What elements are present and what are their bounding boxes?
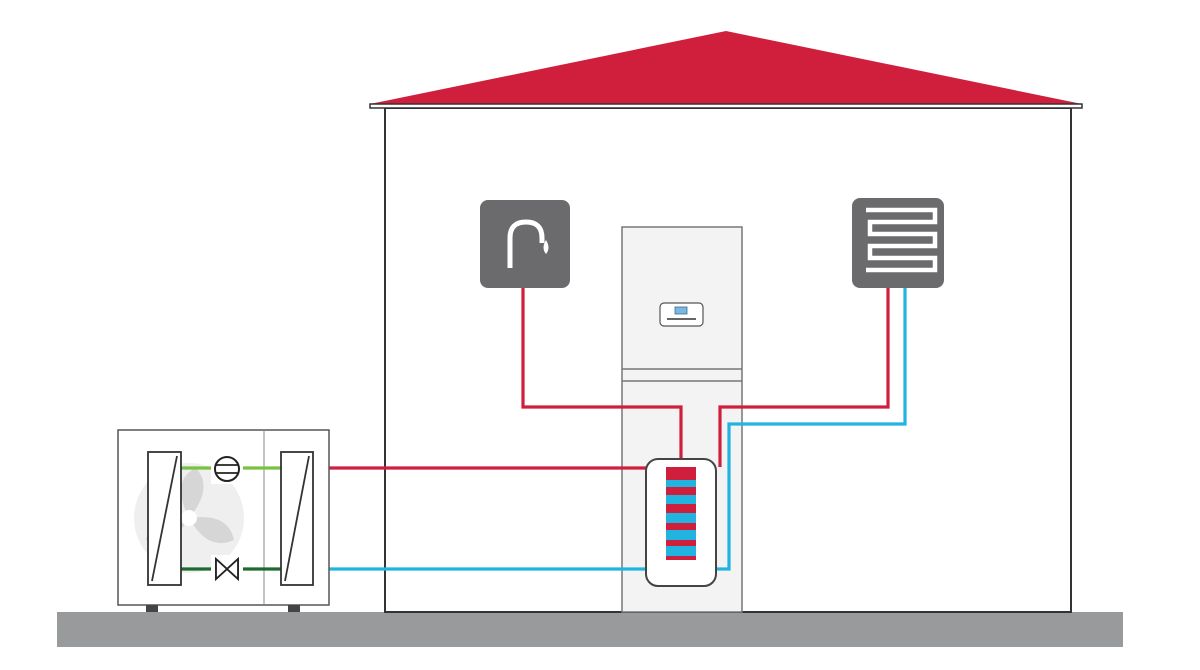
outdoor-unit	[117, 429, 330, 612]
control-panel-frame[interactable]	[659, 302, 704, 327]
coil-band-8	[666, 530, 696, 540]
coil-band-11	[666, 556, 696, 560]
underfloor-heating-icon	[866, 207, 938, 273]
coil-band-5	[666, 504, 696, 513]
coil-band-4	[666, 495, 696, 504]
tap-icon	[507, 219, 549, 268]
coil-band-3	[666, 487, 696, 495]
coil-band-6	[666, 513, 696, 523]
coil-band-10	[666, 546, 696, 556]
roof-eave	[369, 103, 1083, 109]
evaporator-coil	[147, 451, 182, 586]
underfloor-heating	[852, 198, 944, 288]
heating-return-pipe	[708, 288, 907, 571]
hot-water-outlet	[480, 200, 570, 288]
expansion-valve-icon	[211, 555, 243, 585]
unit-foot-left	[146, 605, 158, 612]
compressor-icon	[211, 454, 243, 484]
coil-band-9	[666, 540, 696, 546]
unit-foot-right	[288, 605, 300, 612]
condenser-heat-exchanger	[280, 451, 314, 586]
heating-flow-pipe	[718, 288, 890, 467]
house-roof	[370, 31, 1082, 104]
control-panel-buttons	[667, 318, 696, 320]
coil-band-2	[666, 480, 696, 487]
control-panel[interactable]	[659, 302, 704, 327]
tap-tile	[480, 200, 570, 288]
tank-coil	[666, 467, 696, 560]
coil-band-1	[666, 467, 696, 480]
coil-band-7	[666, 523, 696, 530]
ground	[57, 612, 1123, 647]
storage-tank	[645, 458, 717, 587]
control-panel-display	[674, 306, 688, 315]
tap-hot-pipe	[521, 288, 683, 467]
